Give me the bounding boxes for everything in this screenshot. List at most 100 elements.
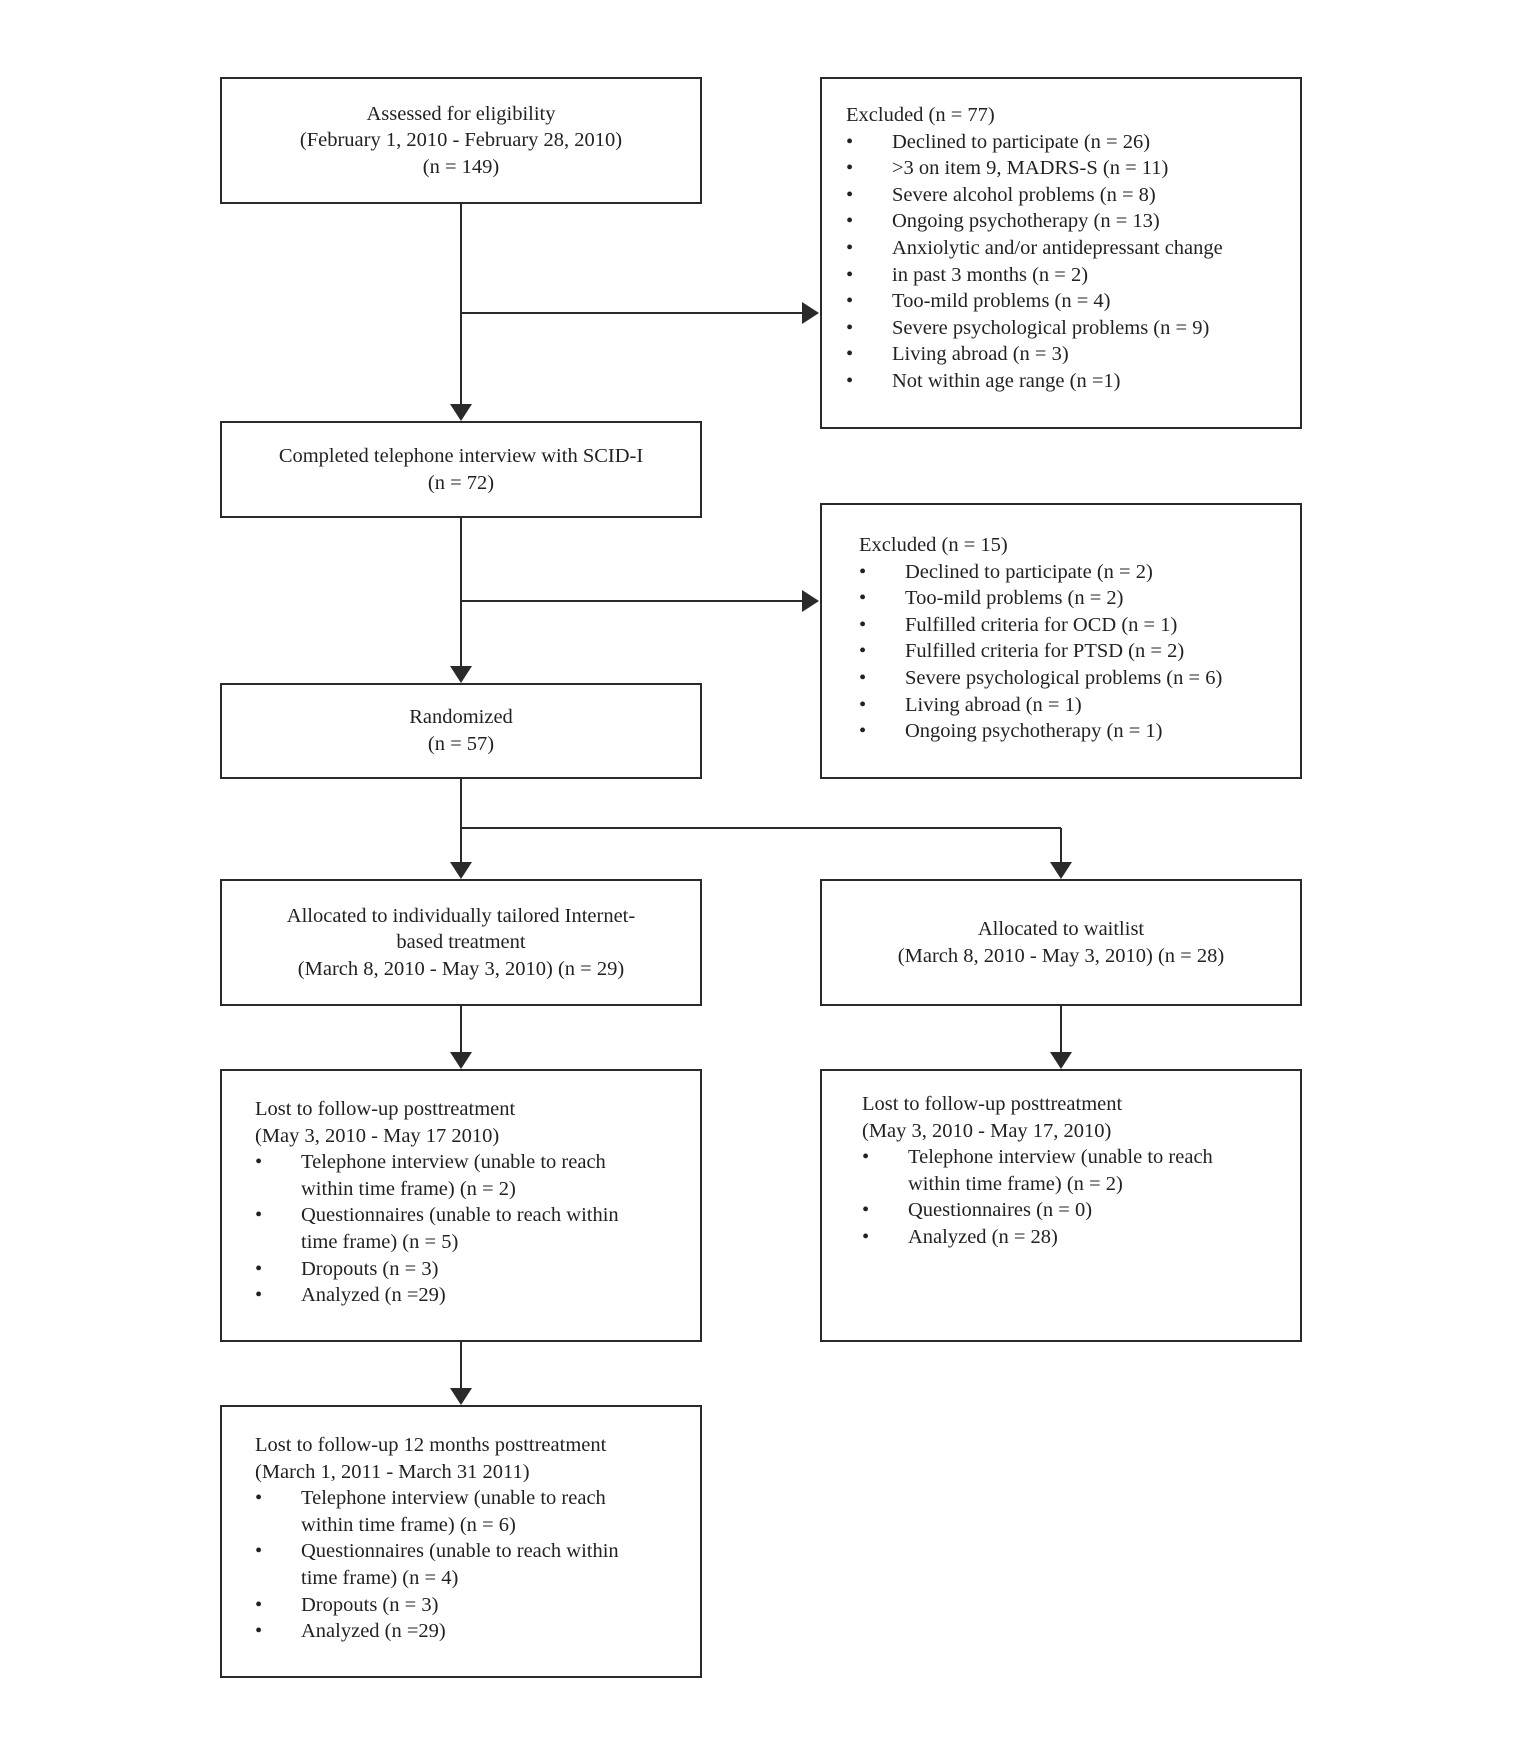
excluded-box-2: Excluded (n = 15) • Declined to participa… <box>820 503 1302 779</box>
item-text: Questionnaires (n = 0) <box>908 1199 1093 1222</box>
list-item: • Severe psychological problems (n = 9) <box>846 315 1300 342</box>
eligibility-box: Assessed for eligibility (February 1, 20… <box>220 77 702 204</box>
item-text: Ongoing psychotherapy (n = 1) <box>905 720 1163 743</box>
eligibility-dates: (February 1, 2010 - February 28, 2010) <box>299 129 623 152</box>
interview-box: Completed telephone interview with SCID-… <box>220 421 702 518</box>
lost-treatment-dates: (May 3, 2010 - May 17 2010) <box>255 1124 500 1147</box>
treatment-title-2: based treatment <box>396 931 526 954</box>
arrowhead <box>802 302 819 324</box>
item-text: Severe alcohol problems (n = 8) <box>892 183 1156 206</box>
item-text: Anxiolytic and/or antidepressant change <box>892 236 1223 259</box>
item-text: Analyzed (n =29) <box>301 1620 446 1643</box>
excluded-2-title: Excluded (n = 15) <box>859 534 1008 556</box>
list-item: •Severe psychological problems (n = 6) <box>859 665 1300 692</box>
arrowhead <box>1050 1052 1072 1069</box>
arrowhead <box>450 1388 472 1405</box>
bullet: • <box>859 666 867 689</box>
list-item: •Ongoing psychotherapy (n = 1) <box>859 718 1300 745</box>
bullet: • <box>846 183 854 206</box>
bullet: • <box>255 1620 263 1643</box>
randomized-count: (n = 57) <box>427 733 495 755</box>
list-item: • Ongoing psychotherapy (n = 13) <box>846 208 1300 235</box>
bullet: • <box>846 369 854 392</box>
excluded-2-list: • Declined to participate (n = 2) • Too-mi… <box>859 559 1300 745</box>
item-text: Questionnaires (unable to reach within <box>301 1204 619 1227</box>
item-text: Fulfilled criteria for PTSD (n = 2) <box>905 640 1185 663</box>
bullet: • <box>255 1284 263 1307</box>
list-item: • Living abroad (n = 1) <box>859 692 1300 719</box>
list-item: • Analyzed (n =29) <box>255 1282 700 1309</box>
item-text: within time frame) (n = 6) <box>301 1513 516 1536</box>
lost-12m-list: • Telephone interview (unable to reach wit… <box>255 1485 700 1645</box>
list-item: •Dropouts (n = 3) <box>255 1256 700 1283</box>
bullet: • <box>255 1593 263 1616</box>
item-text: Analyzed (n =29) <box>301 1284 446 1307</box>
bullet: • <box>846 263 854 286</box>
list-item: • Severe alcohol problems (n = 8) <box>846 182 1300 209</box>
item-text: Declined to participate (n = 26) <box>892 130 1151 153</box>
item-text: Severe psychological problems (n = 9) <box>892 316 1210 339</box>
waitlist-box: Allocated to waitlist (March 8, 2010 - M… <box>820 879 1302 1006</box>
bullet: • <box>859 560 867 583</box>
list-item: • Dropouts (n = 3) <box>255 1592 700 1619</box>
list-item: • Questionnaires (unable to reach within t… <box>255 1202 700 1255</box>
arrowhead <box>802 590 819 612</box>
list-item: •Analyzed (n = 28) <box>862 1224 1300 1251</box>
bullet: • <box>846 290 854 313</box>
item-text: Too-mild problems (n = 2) <box>905 587 1124 610</box>
item-text: Declined to participate (n = 2) <box>905 560 1153 583</box>
item-text: time frame) (n = 5) <box>301 1230 459 1253</box>
lost-12m-dates: (March 1, 2011 - March 31 2011) <box>255 1460 530 1483</box>
lost-waitlist-title: Lost to follow-up posttreatment <box>862 1093 1123 1115</box>
bullet: • <box>859 640 867 663</box>
list-item: • Declined to participate (n = 2) <box>859 559 1300 586</box>
arrowhead <box>450 1052 472 1069</box>
lost-12m-box: Lost to follow-up 12 months posttreatmen… <box>220 1405 702 1678</box>
bullet: • <box>846 157 854 180</box>
item-text: Dropouts (n = 3) <box>301 1593 439 1616</box>
item-text: Too-mild problems (n = 4) <box>892 290 1111 313</box>
bullet: • <box>846 316 854 339</box>
arrowhead <box>450 862 472 879</box>
bullet: • <box>859 613 867 636</box>
bullet: • <box>255 1204 263 1227</box>
lost-treatment-box: Lost to follow-up posttreatment (May 3, … <box>220 1069 702 1342</box>
list-item: • Too-mild problems (n = 4) <box>846 288 1300 315</box>
eligibility-title: Assessed for eligibility <box>366 102 556 125</box>
arrowhead <box>1050 862 1072 879</box>
waitlist-title: Allocated to waitlist <box>977 917 1145 940</box>
item-text: Telephone interview (unable to reach <box>301 1487 606 1510</box>
list-item: • Too-mild problems (n = 2) <box>859 585 1300 612</box>
bullet: • <box>862 1225 870 1248</box>
treatment-box: Allocated to individually tailored Inter… <box>220 879 702 1006</box>
item-text: Ongoing psychotherapy (n = 13) <box>892 210 1160 233</box>
list-item: • Questionnaires (n = 0) <box>862 1197 1300 1224</box>
waitlist-dates: (March 8, 2010 - May 3, 2010) (n = 28) <box>897 944 1225 967</box>
bullet: • <box>255 1257 263 1280</box>
bullet: • <box>846 210 854 233</box>
list-item: •Declined to participate (n = 26) <box>846 129 1300 156</box>
list-item: •>3 on item 9, MADRS-S (n = 11) <box>846 155 1300 182</box>
excluded-1-title: Excluded (n = 77) <box>846 104 995 126</box>
bullet: • <box>862 1199 870 1222</box>
list-item: •Anxiolytic and/or antidepressant change <box>846 235 1300 262</box>
item-text: Telephone interview (unable to reach <box>908 1146 1213 1169</box>
arrowhead <box>450 666 472 683</box>
item-text: Fulfilled criteria for OCD (n = 1) <box>905 613 1178 636</box>
item-text: Living abroad (n = 1) <box>905 693 1082 716</box>
bullet: • <box>862 1146 870 1169</box>
bullet: • <box>255 1540 263 1563</box>
interview-count: (n = 72) <box>427 471 495 494</box>
eligibility-count: (n = 149) <box>422 155 500 178</box>
excluded-box-1: Excluded (n = 77) •Declined to participa… <box>820 77 1302 429</box>
interview-title: Completed telephone interview with SCID-… <box>278 444 644 467</box>
lost-treatment-title: Lost to follow-up posttreatment <box>255 1098 516 1120</box>
item-text: time frame) (n = 4) <box>301 1566 459 1589</box>
bullet: • <box>859 693 867 716</box>
bullet: • <box>859 587 867 610</box>
